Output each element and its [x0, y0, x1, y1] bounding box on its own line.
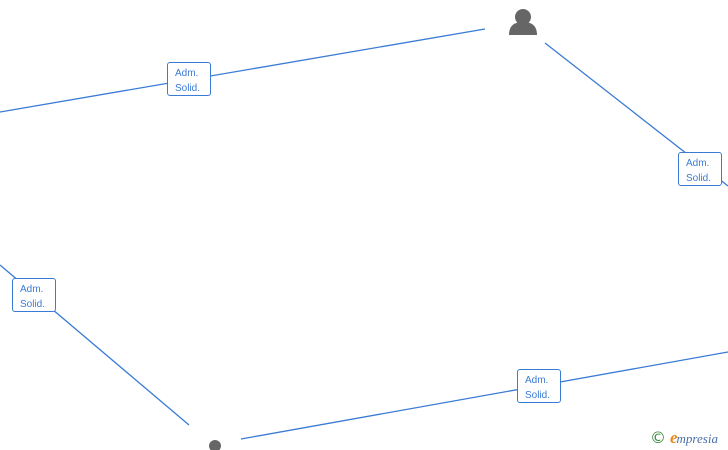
edge-label-line: Adm.	[20, 284, 44, 295]
brand-logo: empresia	[670, 428, 718, 448]
edge-line	[0, 28, 486, 113]
edge-line	[240, 351, 728, 440]
edge-label-line: Solid.	[20, 299, 46, 310]
watermark: © empresia	[650, 428, 718, 448]
edge-label-line: Adm.	[175, 68, 199, 79]
edge-label[interactable]: Adm. Solid.	[517, 369, 561, 403]
person-node[interactable]	[506, 6, 540, 36]
edge-label-line: Solid.	[686, 173, 712, 184]
brand-name: mpresia	[676, 431, 718, 446]
edge-label-line: Adm.	[525, 375, 549, 386]
person-node[interactable]	[200, 437, 234, 450]
brand-initial: e	[670, 428, 678, 447]
copyright-icon: ©	[650, 428, 666, 447]
edge-label-line: Solid.	[525, 390, 551, 401]
edge-label-line: Adm.	[686, 158, 710, 169]
edge-label[interactable]: Adm. Solid.	[678, 152, 722, 186]
person-icon	[509, 9, 537, 35]
edge-label[interactable]: Adm. Solid.	[167, 62, 211, 96]
edge-label-line: Solid.	[175, 83, 201, 94]
person-icon	[209, 440, 221, 450]
edge-label[interactable]: Adm. Solid.	[12, 278, 56, 312]
